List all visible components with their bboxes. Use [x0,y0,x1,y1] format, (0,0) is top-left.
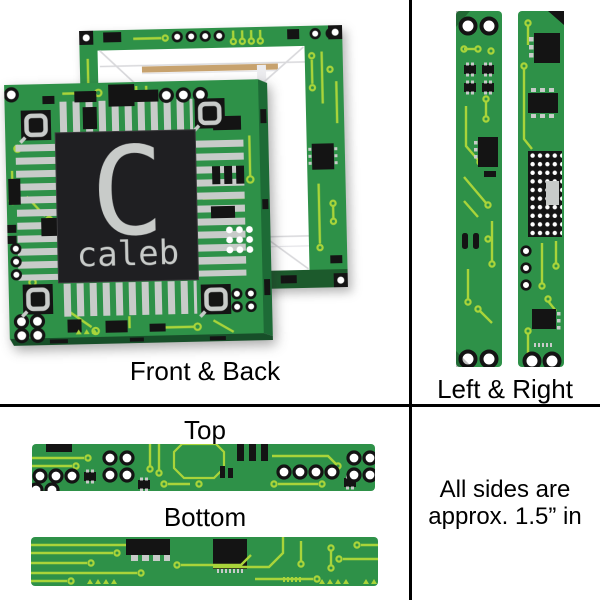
left-side-strip-image [456,11,502,367]
front-back-label: Front & Back [129,356,281,386]
size-note-line1: All sides are [439,476,571,503]
monogram-text: C [89,120,166,264]
bottom-side-strip-image [31,537,378,586]
back-edge-pattern-right [307,27,343,264]
back-edge-pattern-top [103,29,300,46]
front-canvas-image: C caleb [4,79,273,346]
size-note-line2: approx. 1.5” in [428,503,582,530]
bottom-label: Bottom [163,502,247,532]
divider-horizontal [0,404,600,407]
divider-vertical [409,0,412,600]
right-side-strip-image [518,11,564,367]
back-corner-pads [79,25,348,288]
top-side-strip-image [32,444,375,491]
top-label: Top [184,415,226,445]
solder-pads [4,86,257,344]
name-text: caleb [76,233,179,275]
left-right-label: Left & Right [437,374,573,404]
chip-graphic: C caleb [54,120,200,284]
size-note: All sides are approx. 1.5” in [410,476,600,530]
